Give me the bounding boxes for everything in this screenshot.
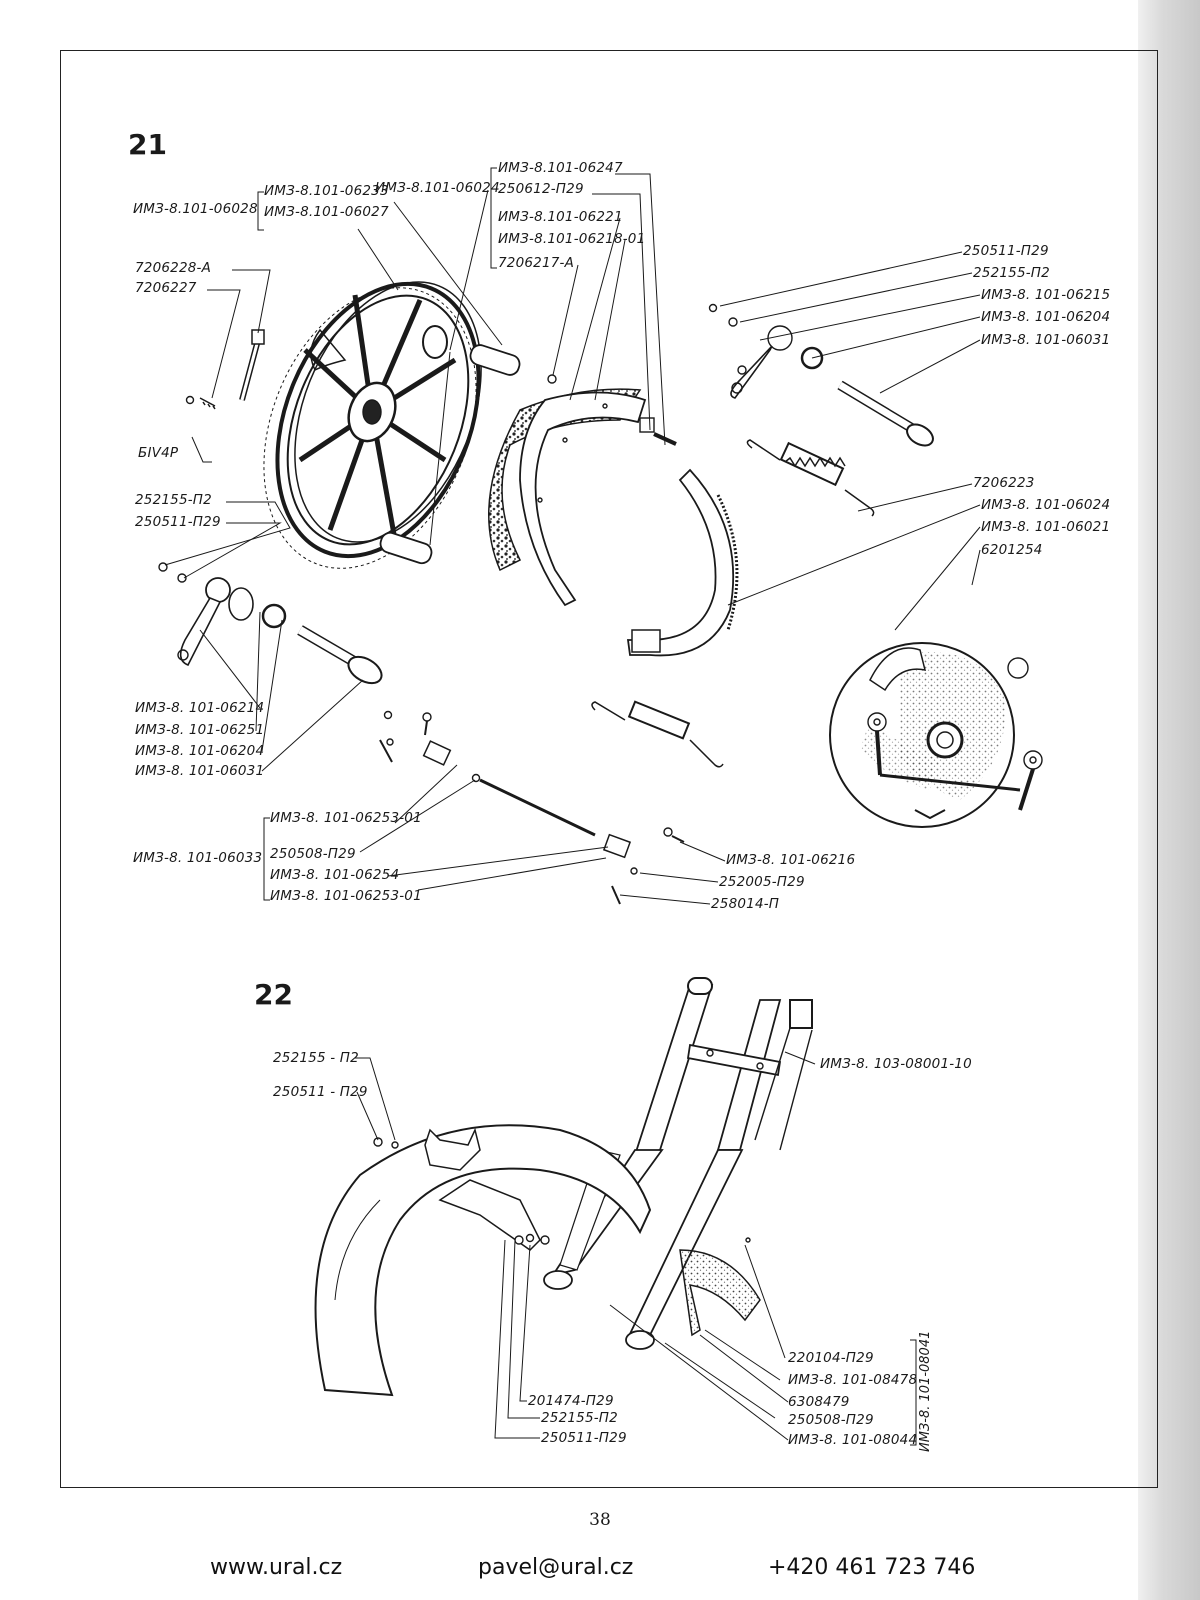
part-label: 7206227: [135, 280, 197, 296]
wheel-rim: [263, 281, 482, 569]
part-label: ИМЗ-8.101-06221: [498, 209, 623, 225]
part-label: ИМЗ-8. 101-06031: [135, 763, 265, 779]
part-label: ИМЗ-8.101-06247: [498, 160, 623, 176]
part-label: ИМЗ-8. 103-08001-10: [820, 1056, 972, 1072]
spacer-bushing-bottom: [379, 531, 433, 565]
part-label: ИМЗ-8. 101-06031: [981, 332, 1111, 348]
return-spring-top: [746, 439, 875, 517]
part-label: ИМЗ-8.101-06028: [133, 201, 258, 217]
brake-shoe-front: [519, 391, 647, 607]
bolt-7206228: [239, 329, 265, 401]
part-label: ИМЗ-8. 101-06253-01: [270, 888, 422, 904]
part-label: 250511 - П29: [273, 1084, 368, 1100]
wheel-hub: [310, 325, 448, 443]
part-label: ИМЗ-8. 101-08044: [788, 1432, 918, 1448]
part-label: 250511-П29: [963, 243, 1049, 259]
part-label: 250612-П29: [498, 181, 584, 197]
page-number: 38: [589, 1510, 611, 1530]
part-label: ИМЗ-8.101-06027: [264, 204, 389, 220]
part-label: 6201254: [981, 542, 1043, 558]
part-label: 7206228-А: [135, 260, 212, 276]
part-label: ИМЗ-8.101-06024: [375, 180, 500, 196]
part-label: БIV4Р: [138, 445, 179, 461]
part-label: 7206217-А: [498, 255, 575, 271]
part-label: ИМЗ-8. 101-06204: [981, 309, 1111, 325]
part-label-vertical: ИМЗ-8. 101-08041: [918, 1330, 933, 1452]
return-spring-bottom: [591, 700, 724, 768]
part-label: 201474-П29: [528, 1393, 614, 1409]
part-label: 7206223: [973, 475, 1035, 491]
brake-linkage-rod: [379, 710, 685, 905]
part-label: ИМЗ-8. 101-08478: [788, 1372, 918, 1388]
part-label: 250508-П29: [788, 1412, 874, 1428]
part-label: ИМЗ-8. 101-06254: [270, 867, 400, 883]
fork-bracket: [679, 1237, 761, 1337]
leader-lines-fig21: [164, 167, 981, 905]
brake-cam-left: [297, 625, 383, 685]
part-label: ИМЗ-8. 101-06033: [133, 850, 263, 866]
leader-lines-fig22: [355, 1051, 917, 1446]
diagram-frame: [60, 50, 1158, 1488]
part-label: ИМЗ-8. 101-06215: [981, 287, 1111, 303]
part-label: 252155-П2: [541, 1410, 618, 1426]
brake-cam-right: [837, 380, 934, 447]
page-edge-shadow: [1138, 0, 1200, 1600]
part-label: ИМЗ-8. 101-06251: [135, 722, 265, 738]
part-label: 6308479: [788, 1394, 850, 1410]
footer-email[interactable]: pavel@ural.cz: [478, 1555, 634, 1580]
part-label: 220104-П29: [788, 1350, 874, 1366]
front-mudguard: [314, 1124, 652, 1397]
footer-phone: +420 461 723 746: [768, 1555, 976, 1580]
figure-number-22: 22: [254, 978, 293, 1011]
part-label: 250511-П29: [541, 1430, 627, 1446]
spring-pin: [185, 395, 216, 410]
part-label: 250511-П29: [135, 514, 221, 530]
figure-number-21: 21: [128, 128, 167, 161]
part-label: 252155 - П2: [273, 1050, 359, 1066]
part-label: 250508-П29: [270, 846, 356, 862]
part-label: ИМЗ-8. 101-06024: [981, 497, 1111, 513]
part-label: ИМЗ-8. 101-06214: [135, 700, 265, 716]
part-label: 258014-П: [711, 896, 780, 912]
spacer-bushing-top: [469, 344, 521, 376]
part-label: ИМЗ-8. 101-06204: [135, 743, 265, 759]
part-label: 252155-П2: [973, 265, 1050, 281]
brake-backplate: [829, 642, 1043, 828]
part-label: ИМЗ-8. 101-06216: [726, 852, 856, 868]
part-label: ИМЗ-8.101-06218-01: [498, 231, 646, 247]
part-label: ИМЗ-8.101-06233: [264, 183, 389, 199]
part-label: ИМЗ-8. 101-06253-01: [270, 810, 422, 826]
brake-shoe-rear: [626, 468, 739, 657]
part-label: 252155-П2: [135, 492, 212, 508]
cam-lever-right: [708, 303, 824, 399]
cam-lever-left: [158, 562, 287, 667]
part-label: ИМЗ-8. 101-06021: [981, 519, 1111, 535]
footer-website[interactable]: www.ural.cz: [210, 1555, 343, 1580]
part-label: 252005-П29: [719, 874, 805, 890]
